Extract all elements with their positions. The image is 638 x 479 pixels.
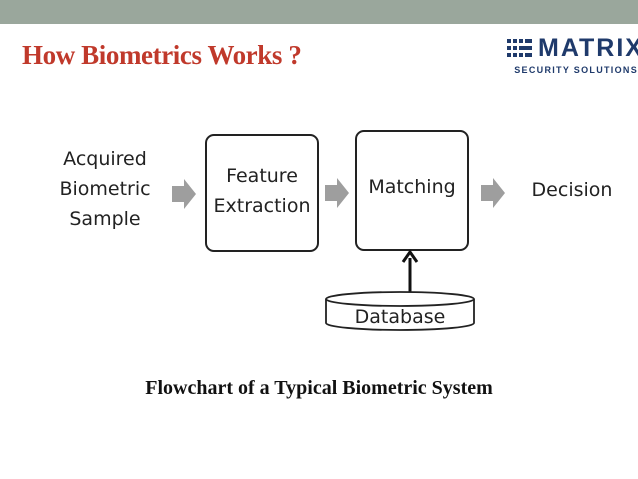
flow-arrow-icon: [481, 178, 505, 208]
database-icon: [325, 291, 475, 331]
logo-wordmark: MATRIX: [538, 34, 638, 62]
feature-extraction-label-line: Feature: [226, 165, 298, 187]
input-label-line: Sample: [69, 208, 141, 230]
input-label-line: Biometric: [59, 178, 151, 200]
feature-extraction-box: [205, 134, 319, 252]
company-logo: MATRIX SECURITY SOLUTIONS: [506, 33, 638, 81]
decision-label: Decision: [531, 179, 613, 201]
database-label: Database: [354, 306, 446, 328]
feature-extraction-label-line: Extraction: [213, 195, 311, 217]
slide-title: How Biometrics Works ?: [22, 40, 302, 70]
flow-arrow-icon: [172, 179, 196, 209]
logo-mark-icon: [507, 39, 532, 57]
input-label-line: Acquired: [63, 148, 147, 170]
matching-label: Matching: [368, 176, 456, 198]
up-arrow-icon: [401, 249, 419, 294]
top-bar: [0, 0, 638, 24]
logo-tagline: SECURITY SOLUTIONS: [514, 65, 638, 75]
flow-arrow-icon: [325, 178, 349, 208]
matching-box: [355, 130, 469, 251]
figure-caption: Flowchart of a Typical Biometric System: [145, 377, 493, 399]
